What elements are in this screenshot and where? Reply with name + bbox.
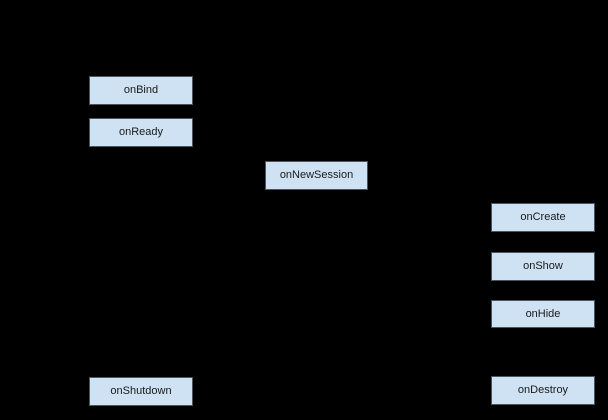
node-onnewsession: onNewSession xyxy=(265,161,368,190)
node-onbind: onBind xyxy=(89,76,193,105)
node-oncreate: onCreate xyxy=(491,203,595,232)
node-onshow-label: onShow xyxy=(523,260,563,272)
node-oncreate-label: onCreate xyxy=(520,211,566,223)
node-onbind-label: onBind xyxy=(123,84,159,96)
node-ondestroy: onDestroy xyxy=(491,376,595,405)
node-onhide: onHide xyxy=(491,300,595,328)
node-onshutdown-label: onShutdown xyxy=(110,385,172,397)
node-ondestroy-label: onDestroy xyxy=(517,384,569,396)
node-onshutdown: onShutdown xyxy=(89,377,193,406)
node-onshow: onShow xyxy=(491,252,595,281)
node-onready-label: onReady xyxy=(118,126,164,138)
node-onnewsession-label: onNewSession xyxy=(279,169,354,181)
node-onready: onReady xyxy=(89,118,193,147)
node-onhide-label: onHide xyxy=(525,307,561,320)
